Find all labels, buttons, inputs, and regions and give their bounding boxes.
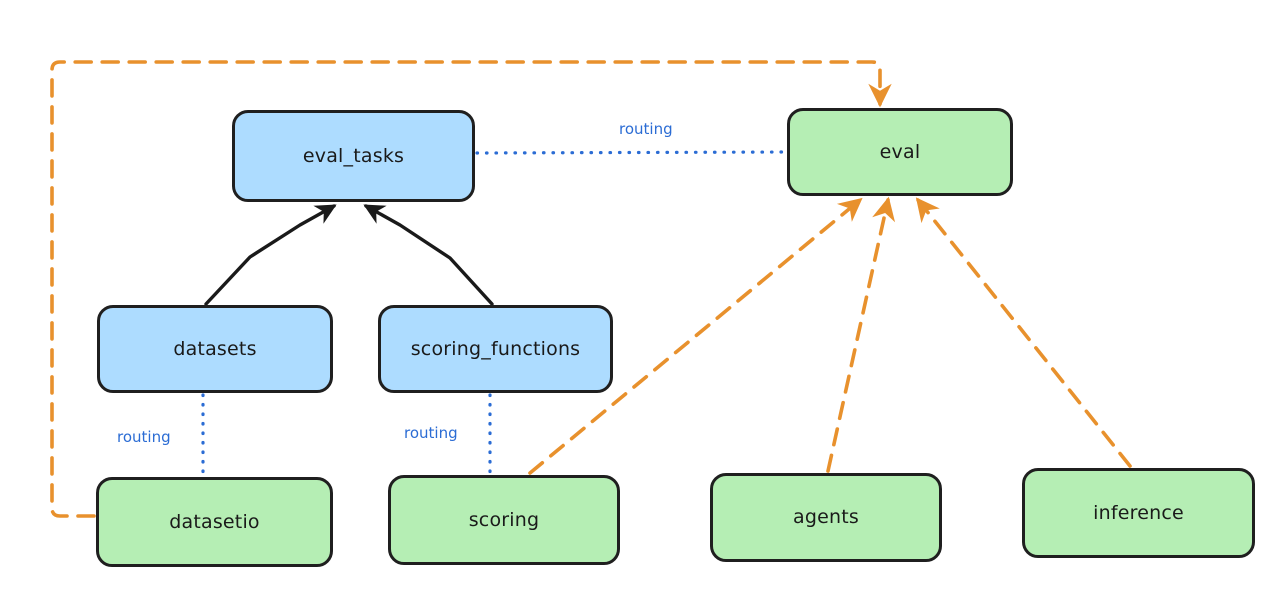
edge-datasetio-to-eval [50,60,892,518]
node-datasets[interactable]: datasets [97,305,333,393]
node-label-eval-tasks: eval_tasks [302,144,405,167]
edge-agents-to-eval [826,196,896,473]
edge-scoring-to-eval [528,197,863,475]
edge-scoring-functions-to-eval-tasks [363,204,494,306]
edge-label-routing-scoring-functions-scoring: routing [400,424,462,442]
node-label-scoring-functions: scoring_functions [410,337,581,360]
node-eval[interactable]: eval [787,108,1013,196]
node-inference[interactable]: inference [1022,468,1255,558]
node-label-datasets: datasets [173,337,257,360]
edge-eval-tasks-to-eval [475,150,787,155]
edge-datasets-to-eval-tasks [204,204,337,306]
node-label-inference: inference [1093,501,1184,524]
edge-label-routing-datasets-datasetio: routing [113,428,175,446]
node-label-agents: agents [793,506,859,529]
node-scoring[interactable]: scoring [388,475,620,565]
edge-inference-to-eval [915,197,1132,468]
node-datasetio[interactable]: datasetio [96,477,333,567]
node-label-scoring: scoring [468,508,540,531]
node-eval-tasks[interactable]: eval_tasks [232,110,475,202]
node-scoring-functions[interactable]: scoring_functions [378,305,613,393]
edge-label-routing-eval-tasks-eval: routing [615,120,677,138]
node-label-eval: eval [879,140,921,163]
node-agents[interactable]: agents [710,473,942,562]
node-label-datasetio: datasetio [169,510,260,533]
